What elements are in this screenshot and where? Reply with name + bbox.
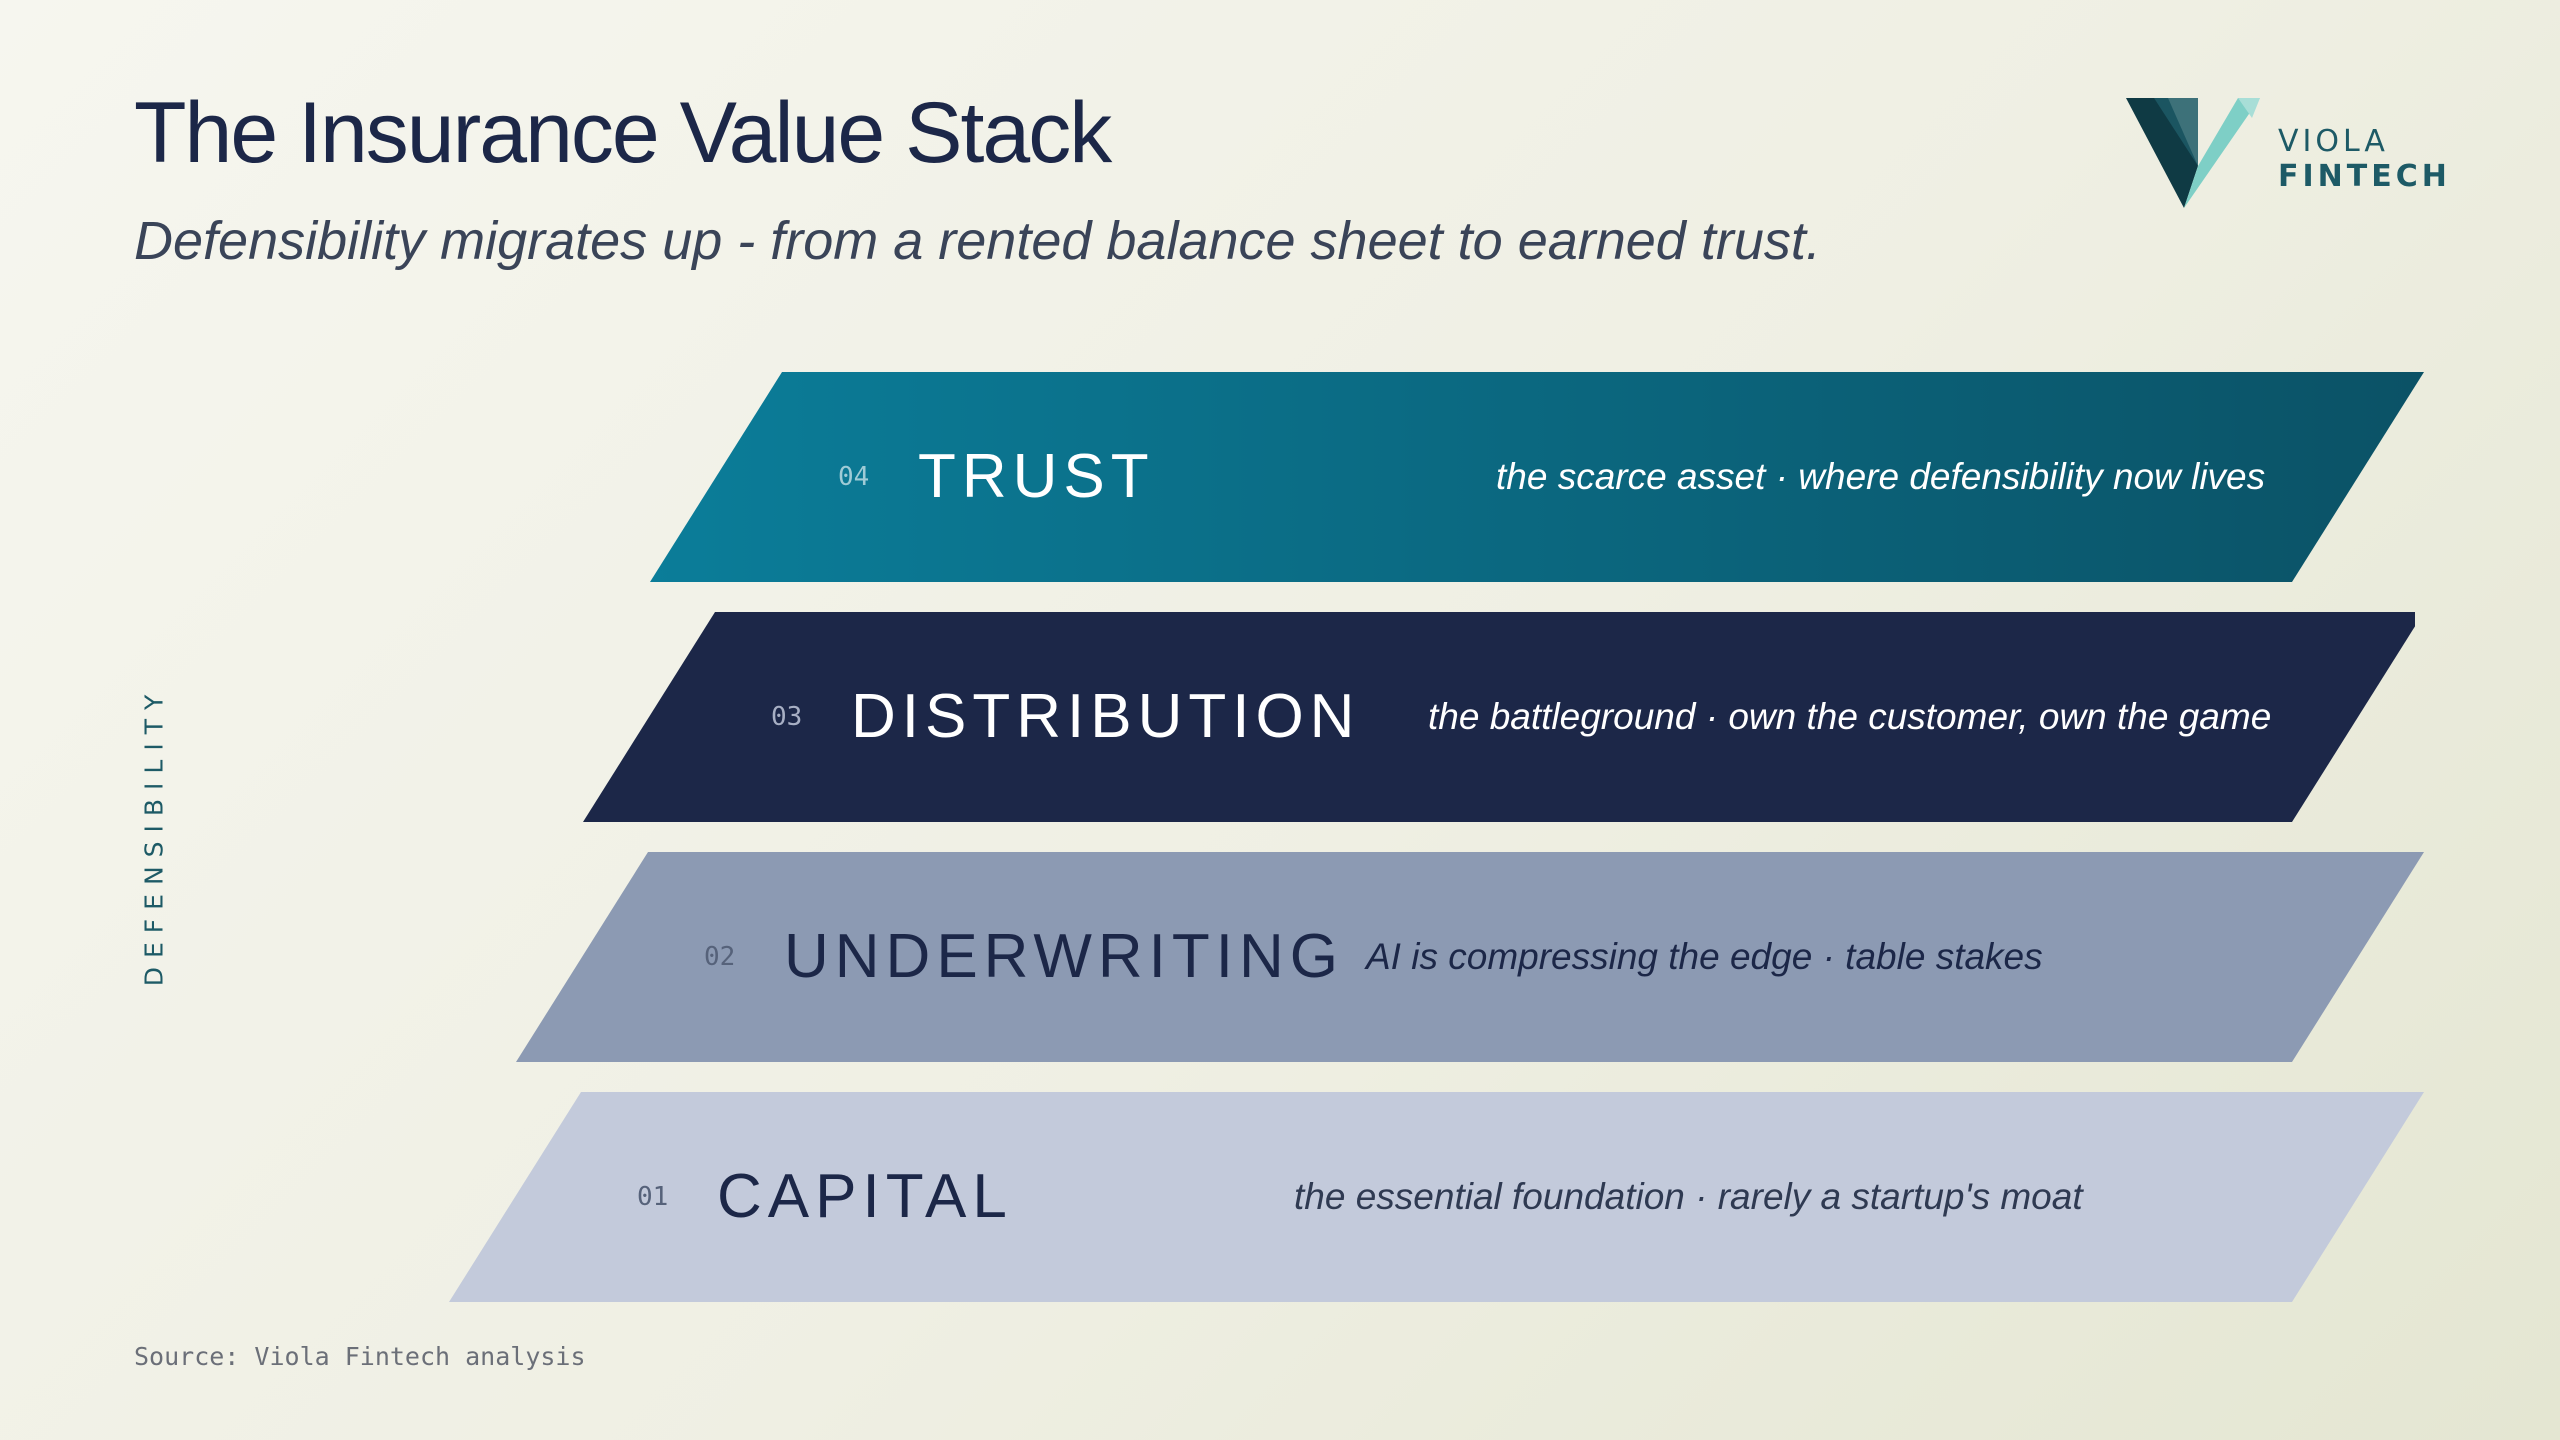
layer-number: 03 xyxy=(771,702,803,732)
layer-description: the essential foundation · rarely a star… xyxy=(1294,1176,2083,1217)
layer-distribution-band xyxy=(583,612,2415,822)
page-title: The Insurance Value Stack xyxy=(134,85,1112,181)
layer-name: TRUST xyxy=(918,442,1155,511)
layer-underwriting-band xyxy=(516,852,2424,1062)
layer-name: UNDERWRITING xyxy=(784,922,1344,991)
source-note: Source: Viola Fintech analysis xyxy=(134,1342,586,1371)
layer-underwriting: 02 UNDERWRITING AI is compressing the ed… xyxy=(516,852,2426,1062)
layer-trust-band xyxy=(650,372,2424,582)
logo-text-fintech: FINTECH xyxy=(2278,159,2451,195)
defensibility-axis-label: DEFENSIBILITY xyxy=(139,685,169,987)
layer-number: 01 xyxy=(637,1182,669,1212)
layer-capital: 01 CAPITAL the essential foundation · ra… xyxy=(449,1092,2426,1302)
layer-capital-band xyxy=(449,1092,2424,1302)
layer-description: the battleground · own the customer, own… xyxy=(1428,696,2272,737)
logo-text-viola: VIOLA xyxy=(2278,124,2389,159)
layer-name: DISTRIBUTION xyxy=(851,682,1361,751)
page-subtitle: Defensibility migrates up - from a rente… xyxy=(134,211,1821,271)
layer-trust: 04 TRUST the scarce asset · where defens… xyxy=(650,372,2482,582)
layer-name: CAPITAL xyxy=(717,1162,1013,1231)
layer-description: the scarce asset · where defensibility n… xyxy=(1496,456,2266,497)
layer-number: 04 xyxy=(838,462,870,492)
layer-number: 02 xyxy=(704,942,736,972)
viola-fintech-logo: VIOLA FINTECH xyxy=(2126,96,2447,214)
viola-v-logo-icon xyxy=(2126,98,2260,208)
layer-description: AI is compressing the edge · table stake… xyxy=(1366,936,2043,977)
layer-distribution: 03 DISTRIBUTION the battleground · own t… xyxy=(583,612,2415,822)
